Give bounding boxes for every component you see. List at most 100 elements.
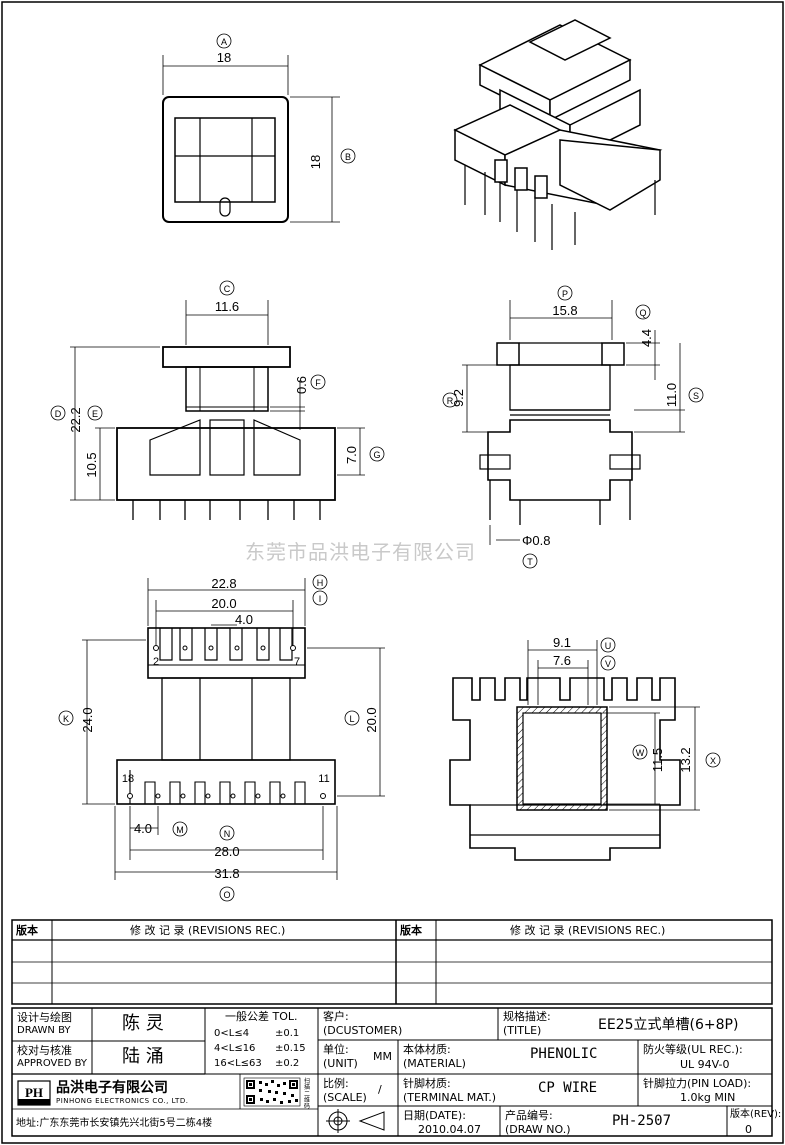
bottom-base	[116, 759, 336, 805]
pinload-label: 针脚拉力(PIN LOAD):	[643, 1077, 752, 1090]
dim-g-value: 7.0	[344, 446, 359, 464]
dim-letter-g: G	[373, 450, 380, 460]
section-outline	[449, 677, 681, 861]
dim-letter-t: T	[527, 557, 533, 567]
scale-label: 比例:	[323, 1077, 349, 1090]
dim-letter-q: Q	[639, 308, 646, 318]
checked-label: 校对与核准	[17, 1044, 72, 1057]
qr-code	[243, 1077, 301, 1107]
dim-l-value: 20.0	[364, 707, 379, 732]
projection-symbol-icon	[326, 1109, 385, 1133]
dim-letter-o: O	[223, 890, 230, 900]
dim-a-value: 18	[217, 50, 231, 65]
isometric-view	[453, 19, 663, 250]
front-view	[70, 300, 365, 520]
spec-label: 规格描述:	[503, 1010, 551, 1023]
dim-letter-s: S	[693, 391, 699, 401]
rev-col-record-2: 修 改 记 录 (REVISIONS REC.)	[510, 924, 666, 937]
tol-title: 一般公差 TOL.	[225, 1010, 298, 1023]
unit-value: MM	[373, 1050, 392, 1063]
dim-letter-u: U	[605, 641, 612, 651]
dim-h-value: 22.8	[211, 576, 236, 591]
terminal-label: 针脚材质:	[403, 1077, 451, 1090]
logo-text: PH	[25, 1085, 43, 1100]
dim-v-value: 7.6	[553, 653, 571, 668]
company-logo: PH	[17, 1080, 51, 1106]
dim-letter-l: L	[349, 714, 354, 724]
top-view-outline	[162, 96, 289, 223]
flame-label: 防火等级(UL REC.):	[643, 1043, 743, 1056]
dim-i-value: 20.0	[211, 596, 236, 611]
material-label: 本体材质:	[403, 1043, 451, 1056]
unit-label-en: (UNIT)	[323, 1057, 358, 1070]
dim-letter-c: C	[224, 284, 231, 294]
dim-o-value: 31.8	[214, 866, 239, 881]
dim-k-value: 24.0	[80, 707, 95, 732]
dim-e-value: 10.5	[84, 452, 99, 477]
dim-pitch-value: 4.0	[235, 612, 253, 627]
dim-letter-a: A	[221, 37, 227, 47]
dim-c-value: 11.6	[215, 299, 239, 314]
dim-s-value: 11.0	[664, 383, 679, 407]
dim-letter-n: N	[224, 829, 231, 839]
designed-label-en: DRAWN BY	[17, 1025, 71, 1036]
company-name: 品洪电子有限公司	[56, 1080, 168, 1096]
rev-value: 0	[745, 1123, 752, 1136]
dim-t-value: Φ0.8	[522, 533, 550, 548]
dim-f-value: 0.6	[294, 376, 309, 394]
top-view-slot	[219, 197, 231, 217]
side-view-body	[487, 419, 633, 501]
dim-letter-m: M	[176, 825, 184, 835]
tol-range-0: 0<L≤4	[214, 1028, 250, 1039]
rev-col-version: 版本	[16, 924, 38, 937]
side-view	[462, 300, 685, 545]
dim-letter-r: R	[447, 396, 454, 406]
pin-label-7: 7	[294, 656, 300, 668]
top-view-inner	[174, 117, 276, 203]
rev-col-version-2: 版本	[400, 924, 422, 937]
drawno-value: PH-2507	[612, 1113, 672, 1129]
qr-caption: 扫描二维码	[304, 1078, 311, 1111]
dim-u-value: 9.1	[553, 635, 571, 650]
dim-m-value: 4.0	[134, 821, 152, 836]
tol-range-2: 16<L≤63	[214, 1058, 262, 1069]
company-address: 地址:广东东莞市长安镇先兴北街5号二栋4楼	[16, 1118, 213, 1129]
pinload-value: 1.0kg MIN	[680, 1091, 736, 1104]
dim-w-value: 11.5	[650, 748, 665, 772]
date-value: 2010.04.07	[418, 1123, 481, 1136]
dim-letter-k: K	[63, 714, 69, 724]
checked-label-en: APPROVED BY	[17, 1058, 88, 1069]
checked-name: 陆 涌	[122, 1046, 164, 1067]
dim-letter-i: I	[319, 594, 322, 604]
dim-letter-x: X	[710, 756, 716, 766]
dim-b-value: 18	[308, 155, 323, 169]
dim-p-value: 15.8	[552, 303, 577, 318]
revisions-table	[11, 919, 773, 1005]
terminal-value: CP WIRE	[538, 1080, 598, 1096]
bottom-view	[82, 578, 385, 880]
top-view	[162, 55, 340, 223]
dim-letter-w: W	[636, 748, 645, 758]
pin-label-11: 11	[318, 773, 329, 785]
customer-value: (DCUSTOMER)	[323, 1024, 403, 1037]
material-value: PHENOLIC	[530, 1046, 598, 1062]
dim-letter-f: F	[315, 378, 321, 388]
scale-label-en: (SCALE)	[323, 1091, 367, 1104]
spec-label-en: (TITLE)	[503, 1024, 542, 1037]
section-view	[449, 640, 700, 861]
spec-value: EE25立式单槽(6+8P)	[598, 1017, 739, 1033]
dim-letter-d: D	[55, 409, 62, 419]
front-base	[116, 427, 336, 501]
unit-label: 单位:	[323, 1043, 349, 1056]
pin-label-18: 18	[122, 773, 134, 785]
flame-value: UL 94V-0	[680, 1058, 730, 1071]
tol-value-2: ±0.2	[275, 1058, 300, 1069]
watermark: 东莞市品洪电子有限公司	[245, 540, 476, 564]
dim-letter-b: B	[345, 152, 351, 162]
dim-d-value: 22.2	[68, 407, 83, 432]
dim-n-value: 28.0	[214, 844, 239, 859]
company-name-en: PINHONG ELECTRONICS CO., LTD.	[56, 1097, 189, 1105]
material-label-en: (MATERIAL)	[403, 1057, 466, 1070]
dim-letter-h: H	[317, 578, 324, 588]
